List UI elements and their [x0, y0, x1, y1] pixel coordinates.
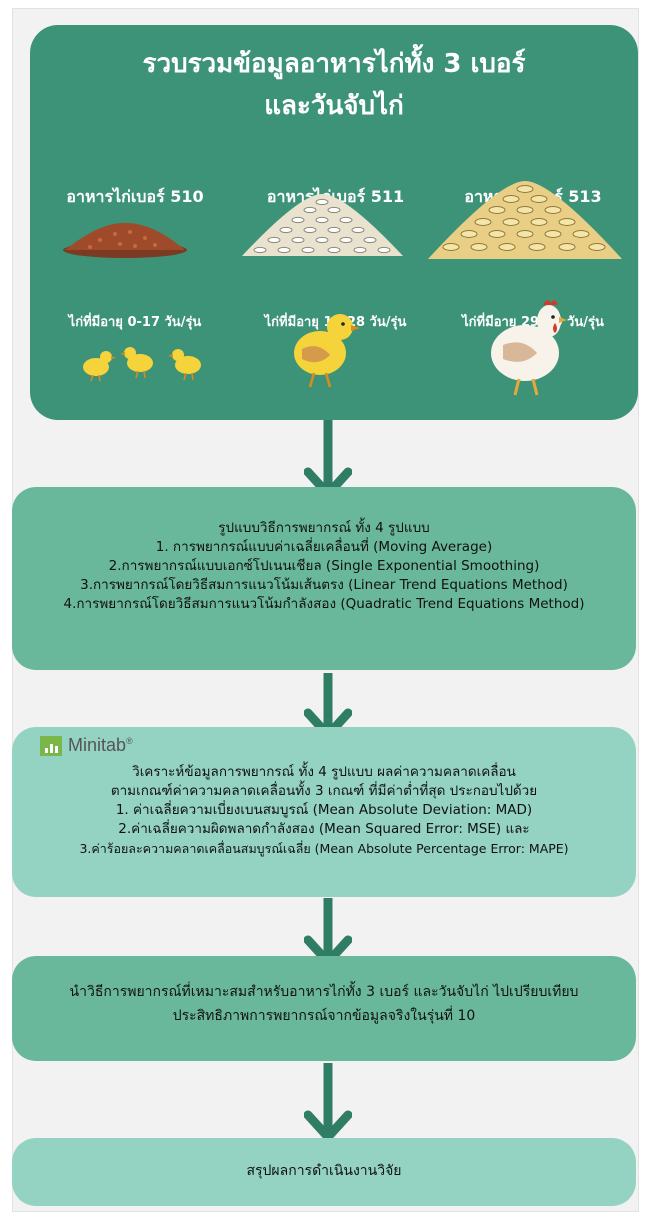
comparison-text: นำวิธีการพยากรณ์ที่เหมาะสมสำหรับอาหารไก่… [12, 980, 636, 1028]
title-line-1: รวบรวมข้อมูลอาหารไก่ทั้ง 3 เบอร์ [142, 49, 526, 79]
method-1: 1. การพยากรณ์แบบค่าเฉลี่ยเคลื่อนที่ (Mov… [155, 539, 493, 555]
summary-text: สรุปผลการดำเนินงานวิจัย [246, 1163, 402, 1179]
analysis-line-2: ตามเกณฑ์ค่าความคลาดเคลื่อนทั้ง 3 เกณฑ์ ท… [110, 783, 538, 799]
comparison-line-2: ประสิทธิภาพการพยากรณ์จากข้อมูลจริงในรุ่น… [172, 1008, 476, 1024]
error-analysis-box: Minitab® วิเคราะห์ข้อมูลการพยากรณ์ ทั้ง … [12, 727, 636, 897]
minitab-logo-mark: ® [126, 736, 133, 746]
age-29-40-label: ไก่ที่มีอายุ 29-40 วัน/รุ่น [462, 315, 604, 330]
summary-box: สรุปผลการดำเนินงานวิจัย [12, 1138, 636, 1206]
arrow-down-icon [304, 1063, 352, 1142]
analysis-line-1: วิเคราะห์ข้อมูลการพยากรณ์ ทั้ง 4 รูปแบบ … [132, 764, 516, 780]
feed-510-heading: อาหารไก่เบอร์ 510 [66, 187, 204, 206]
small-chicks-image [83, 347, 201, 382]
minitab-logo: Minitab® [40, 735, 133, 756]
methods-heading: รูปแบบวิธีการพยากรณ์ ทั้ง 4 รูปแบบ [218, 520, 430, 536]
criterion-mad: 1. ค่าเฉลี่ยความเบี่ยงเบนสมบูรณ์ (Mean A… [115, 802, 533, 818]
grown-chicken-image [491, 300, 567, 396]
criterion-mse: 2.ค่าเฉลี่ยความผิดพลาดกำลังสอง (Mean Squ… [118, 821, 530, 837]
age-0-17-label: ไก่ที่มีอายุ 0-17 วัน/รุ่น [68, 315, 202, 330]
feed-511-pile-image [242, 194, 403, 256]
analysis-text: วิเคราะห์ข้อมูลการพยากรณ์ ทั้ง 4 รูปแบบ … [12, 763, 636, 858]
feed-511-heading: อาหารไก่เบอร์ 511 [266, 187, 405, 206]
methods-text: รูปแบบวิธีการพยากรณ์ ทั้ง 4 รูปแบบ 1. กา… [12, 519, 636, 614]
method-3: 3.การพยากรณ์โดยวิธีสมการแนวโน้มเส้นตรง (… [80, 577, 568, 593]
feed-513-pile-image [428, 181, 622, 259]
criterion-mape: 3.ค่าร้อยละความคลาดเคลื่อนสมบูรณ์เฉลี่ย … [79, 841, 569, 856]
forecast-methods-box: รูปแบบวิธีการพยากรณ์ ทั้ง 4 รูปแบบ 1. กา… [12, 487, 636, 670]
young-chicken-image [294, 314, 360, 388]
minitab-logo-text: Minitab [68, 735, 127, 755]
data-collection-box: รวบรวมข้อมูลอาหารไก่ทั้ง 3 เบอร์ และวันจ… [30, 25, 638, 420]
feed-510-pile-image [63, 222, 187, 258]
title-line-2: และวันจับไก่ [264, 91, 404, 121]
comparison-line-1: นำวิธีการพยากรณ์ที่เหมาะสมสำหรับอาหารไก่… [69, 984, 579, 1000]
method-4: 4.การพยากรณ์โดยวิธีสมการแนวโน้มกำลังสอง … [63, 596, 585, 612]
method-2: 2.การพยากรณ์แบบเอกซ์โปเนนเชียล (Single E… [108, 558, 540, 574]
comparison-box: นำวิธีการพยากรณ์ที่เหมาะสมสำหรับอาหารไก่… [12, 956, 636, 1061]
minitab-logo-icon [40, 735, 62, 756]
